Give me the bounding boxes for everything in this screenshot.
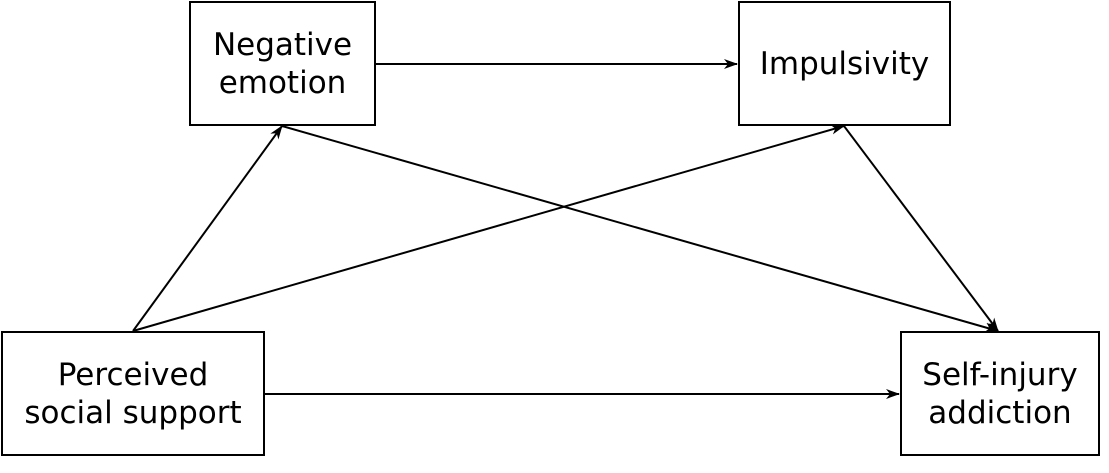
node-perceived-social-support: Perceived social support: [1, 331, 265, 456]
arrow-impulsivity-to-self-injury: [843, 125, 999, 332]
node-negative-emotion-line1: Negative: [212, 26, 353, 63]
node-impulsivity: Impulsivity: [738, 1, 951, 126]
node-perceived-social-support-line2: social support: [24, 394, 242, 431]
arrow-negative-emotion-to-self-injury: [281, 125, 999, 333]
arrow-perceived-support-to-negative-emotion: [132, 125, 283, 332]
node-self-injury-addiction-line2: addiction: [928, 394, 1072, 431]
node-self-injury-addiction: Self-injury addiction: [900, 331, 1100, 456]
node-negative-emotion-line2: emotion: [218, 64, 347, 101]
node-impulsivity-label: Impulsivity: [759, 45, 930, 82]
node-negative-emotion: Negative emotion: [189, 1, 376, 126]
node-perceived-social-support-line1: Perceived: [57, 356, 209, 393]
node-self-injury-addiction-line1: Self-injury: [922, 356, 1078, 393]
arrow-perceived-support-to-impulsivity: [132, 124, 845, 332]
